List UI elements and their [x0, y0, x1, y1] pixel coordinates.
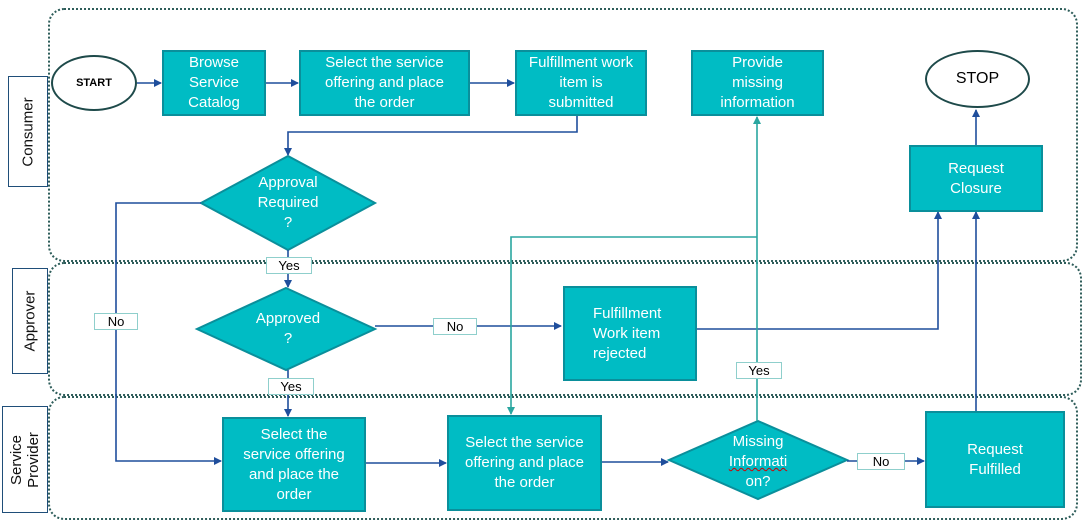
select-place-order-sp2-box: Select the service offering and place th… [447, 415, 602, 511]
arrow-submitted-to-approval [284, 116, 578, 156]
edge-label-no-approval: No [94, 313, 138, 330]
browse-service-catalog-label: Browse Service Catalog [188, 54, 240, 111]
lane-label-consumer: Consumer [8, 76, 48, 187]
fulfillment-submitted-box: Fulfillment work item is submitted [515, 50, 647, 116]
approved-text: Approved ? [236, 308, 340, 350]
arrow-approval-no-to-sp [115, 202, 222, 465]
fulfillment-rejected-label: Fulfillment Work item rejected [593, 304, 662, 362]
edge-label-yes-approved: Yes [268, 378, 314, 395]
fulfillment-submitted-label: Fulfillment work item is submitted [528, 54, 634, 111]
start-node: START [51, 55, 137, 111]
select-place-order-sp1-box: Select the service offering and place th… [222, 417, 366, 512]
missing-information-diamond [666, 419, 850, 501]
approved-label: Approved ? [255, 310, 321, 347]
edge-label-yes-missing: Yes [736, 362, 782, 379]
approved-diamond [194, 286, 378, 372]
select-place-order-sp1-label: Select the service offering and place th… [243, 425, 345, 503]
lane-label-service-provider: Service Provider [2, 406, 48, 513]
select-place-order-consumer-label: Select the service offering and place th… [325, 54, 444, 111]
lane-service-provider [48, 396, 1078, 520]
missing-info-line3: on? [745, 473, 771, 490]
select-place-order-sp2-label: Select the service offering and place th… [465, 434, 584, 491]
start-label: START [76, 77, 112, 89]
missing-info-line1: Missing [732, 433, 784, 450]
edge-label-yes-approval: Yes [266, 257, 312, 274]
edge-label-no-approved: No [433, 318, 477, 335]
provide-missing-information-label: Provide missing information [720, 54, 795, 111]
stop-label: STOP [955, 70, 1000, 87]
approval-required-text: Approval Required ? [236, 172, 340, 234]
arrow-rejected-to-closure [697, 211, 942, 330]
request-fulfilled-box: Request Fulfilled [925, 411, 1065, 508]
request-closure-label: Request Closure [948, 159, 1004, 197]
browse-service-catalog-box: Browse Service Catalog [162, 50, 266, 116]
request-closure-box: Request Closure [909, 145, 1043, 212]
approval-required-label: Approval Required ? [257, 174, 319, 231]
missing-info-line2: Informati [728, 453, 788, 470]
arrow-provide-to-sp2 [507, 236, 757, 415]
stop-node: STOP [925, 50, 1030, 108]
lane-approver [48, 262, 1082, 396]
lane-consumer [48, 8, 1078, 262]
edge-label-no-missing: No [857, 453, 905, 470]
lane-label-approver: Approver [12, 268, 48, 374]
fulfillment-rejected-box: Fulfillment Work item rejected [563, 286, 697, 381]
select-place-order-consumer-box: Select the service offering and place th… [299, 50, 470, 116]
missing-information-text: Missing Informati on? [708, 432, 808, 492]
request-fulfilled-label: Request Fulfilled [967, 440, 1023, 478]
provide-missing-information-box: Provide missing information [691, 50, 824, 116]
